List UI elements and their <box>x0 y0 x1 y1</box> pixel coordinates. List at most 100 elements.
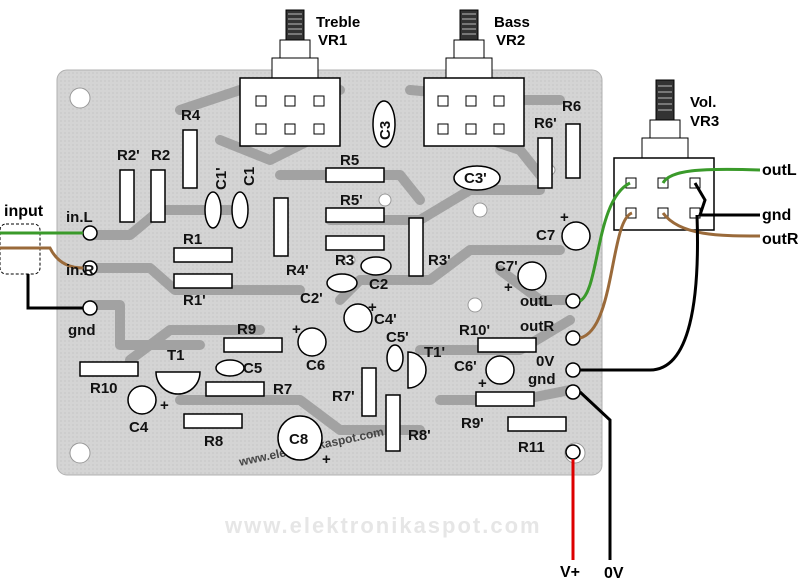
label-c6p: C6' <box>454 358 477 375</box>
label-r8p: R8' <box>408 427 431 444</box>
cap-c1 <box>231 191 249 229</box>
cap-c5p <box>386 344 404 372</box>
label-r6p: R6' <box>534 115 557 132</box>
resistor-r3 <box>325 235 385 251</box>
vr1-label: VR1 <box>318 32 347 49</box>
input-label: input <box>4 203 44 220</box>
bass-potentiometer: Bass VR2 <box>423 9 530 147</box>
transistor-t1 <box>155 371 201 395</box>
resistor-r4p <box>273 197 289 257</box>
label-c3p: C3' <box>464 170 487 187</box>
cap-c6p <box>485 355 515 385</box>
in-r-label: in.R <box>66 262 94 279</box>
treble-potentiometer: Treble VR1 <box>239 9 360 147</box>
resistor-r4 <box>182 129 198 189</box>
wire-0v-ext <box>578 390 612 560</box>
resistor-r6 <box>565 123 581 179</box>
label-r7: R7 <box>273 381 292 398</box>
label-r4p: R4' <box>286 262 309 279</box>
pad-0v <box>565 362 581 378</box>
cap-c5 <box>215 359 245 377</box>
label-c4p: C4' <box>374 311 397 328</box>
vr3-label: VR3 <box>690 113 719 130</box>
input-cable <box>0 223 84 310</box>
label-r11: R11 <box>518 439 545 456</box>
label-t1: T1 <box>167 347 185 364</box>
label-r5: R5 <box>340 152 359 169</box>
gnd-ext-label: gnd <box>762 207 791 224</box>
cap-c2 <box>360 256 392 276</box>
resistor-r9 <box>223 337 283 353</box>
label-r3: R3 <box>335 252 354 269</box>
gnd-in-label: gnd <box>68 322 96 339</box>
resistor-r8p <box>385 394 401 452</box>
label-r2: R2 <box>151 147 170 164</box>
label-r7p: R7' <box>332 388 355 405</box>
label-r6: R6 <box>562 98 581 115</box>
label-t1p: T1' <box>424 344 445 361</box>
gnd-pcb-label: gnd <box>528 371 556 388</box>
resistor-r7 <box>205 381 265 397</box>
treble-label: Treble <box>316 14 360 31</box>
label-r3p: R3' <box>428 252 451 269</box>
label-r4: R4 <box>181 107 201 124</box>
resistor-r2 <box>150 169 166 223</box>
label-c5p: C5' <box>386 329 409 346</box>
transistor-t1p <box>407 351 427 389</box>
label-c3: C3 <box>377 121 394 140</box>
out-l-ext-label: outL <box>762 162 797 179</box>
plus-c8: + <box>322 451 331 468</box>
label-r9p: R9' <box>461 415 484 432</box>
resistor-r3p <box>408 217 424 277</box>
label-c6: C6 <box>306 357 325 374</box>
plus-c7: + <box>560 209 569 226</box>
plus-c4p: + <box>368 299 377 316</box>
cap-c7 <box>561 221 591 251</box>
plus-c7p: + <box>504 279 513 296</box>
mount-hole <box>69 442 91 464</box>
wire-gnd-ext <box>693 182 760 217</box>
resistor-r7p <box>361 367 377 417</box>
label-c8: C8 <box>289 431 308 448</box>
wire-0v-pot <box>580 214 699 372</box>
plus-c6: + <box>292 321 301 338</box>
watermark-text: www.elektronikaspot.com <box>224 513 542 538</box>
cap-c4 <box>127 385 157 415</box>
label-r1: R1 <box>183 231 202 248</box>
cap-c7p <box>517 261 547 291</box>
cap-c3 <box>372 100 396 148</box>
wire-out-r-ext <box>661 212 761 238</box>
out-r-pcb-label: outR <box>520 318 554 335</box>
label-r1p: R1' <box>183 292 206 309</box>
resistor-r2p <box>119 169 135 223</box>
vplus-label: V+ <box>560 564 580 580</box>
pad-out-r <box>565 330 581 346</box>
label-r2p: R2' <box>117 147 140 164</box>
resistor-r8 <box>183 413 243 429</box>
resistors <box>79 123 581 452</box>
resistor-r10p <box>477 337 537 353</box>
vol-label: Vol. <box>690 94 716 111</box>
vr2-label: VR2 <box>496 32 525 49</box>
label-r5p: R5' <box>340 192 363 209</box>
label-c5: C5 <box>243 360 262 377</box>
cap-c3p <box>453 165 501 191</box>
capacitors <box>127 100 591 461</box>
wire-out-l-ext <box>661 167 761 184</box>
out-r-ext-label: outR <box>762 231 799 248</box>
resistor-r11 <box>507 416 567 432</box>
resistor-r1p <box>173 273 233 289</box>
mount-hole <box>69 87 91 109</box>
pad-in-l <box>82 225 98 241</box>
label-r10: R10 <box>90 380 118 397</box>
resistor-r6p <box>537 137 553 189</box>
in-l-label: in.L <box>66 209 93 226</box>
resistor-r10 <box>79 361 139 377</box>
label-r10p: R10' <box>459 322 490 339</box>
wire-out-l <box>579 181 631 303</box>
resistor-r9p <box>475 391 535 407</box>
plus-c6p: + <box>478 375 487 392</box>
cap-c1p <box>204 191 222 229</box>
